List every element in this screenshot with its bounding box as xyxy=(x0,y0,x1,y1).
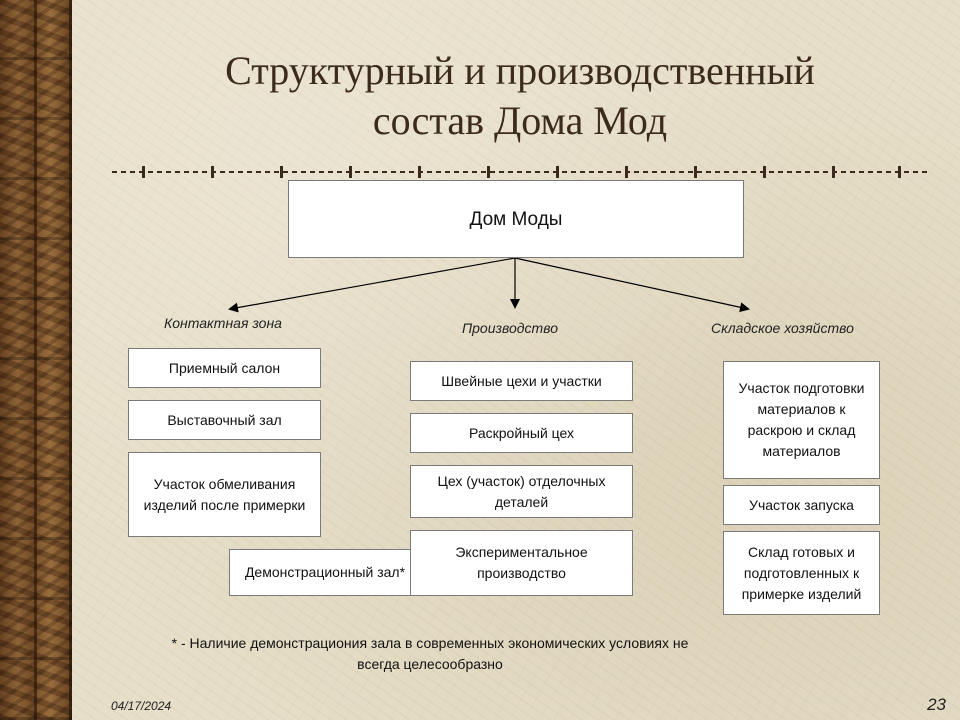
slide-date: 04/17/2024 xyxy=(111,699,172,713)
slide-title: Структурный и производственный состав До… xyxy=(100,46,940,146)
node-launch-section: Участок запуска xyxy=(723,485,880,525)
root-node-fashion-house: Дом Моды xyxy=(288,180,744,258)
slide-page-number: 23 xyxy=(927,695,946,714)
node-finishing-parts: Цех (участок) отделочных деталей xyxy=(410,465,633,518)
node-reception-salon: Приемный салон xyxy=(128,348,321,388)
title-line-1: Структурный и производственный xyxy=(225,48,815,93)
group-label-production: Производство xyxy=(462,320,558,336)
group-label-warehouse: Складское хозяйство xyxy=(711,320,854,336)
title-underline xyxy=(112,166,928,178)
arrow-to-warehouse xyxy=(514,257,750,313)
node-experimental-production: Экспериментальное производство xyxy=(410,530,633,596)
decorative-side-strip xyxy=(0,0,72,720)
group-label-contact-zone: Контактная зона xyxy=(164,315,282,331)
node-sewing-shops: Швейные цехи и участки xyxy=(410,361,633,401)
node-exhibition-hall: Выставочный зал xyxy=(128,400,321,440)
node-finished-goods-storage: Склад готовых и подготовленных к примерк… xyxy=(723,531,880,615)
title-line-2: состав Дома Мод xyxy=(372,98,668,143)
arrow-to-contact-zone xyxy=(228,257,516,313)
node-cutting-shop: Раскройный цех xyxy=(410,413,633,453)
strip-divider xyxy=(34,0,37,720)
node-demo-hall: Демонстрационный зал* xyxy=(229,549,421,596)
strip-edge xyxy=(69,0,72,720)
node-fitting-section: Участок обмеливания изделий после пример… xyxy=(128,452,321,537)
node-material-prep: Участок подготовки материалов к раскрою … xyxy=(723,361,880,479)
footnote: * - Наличие демонстрациония зала в совре… xyxy=(171,635,689,672)
